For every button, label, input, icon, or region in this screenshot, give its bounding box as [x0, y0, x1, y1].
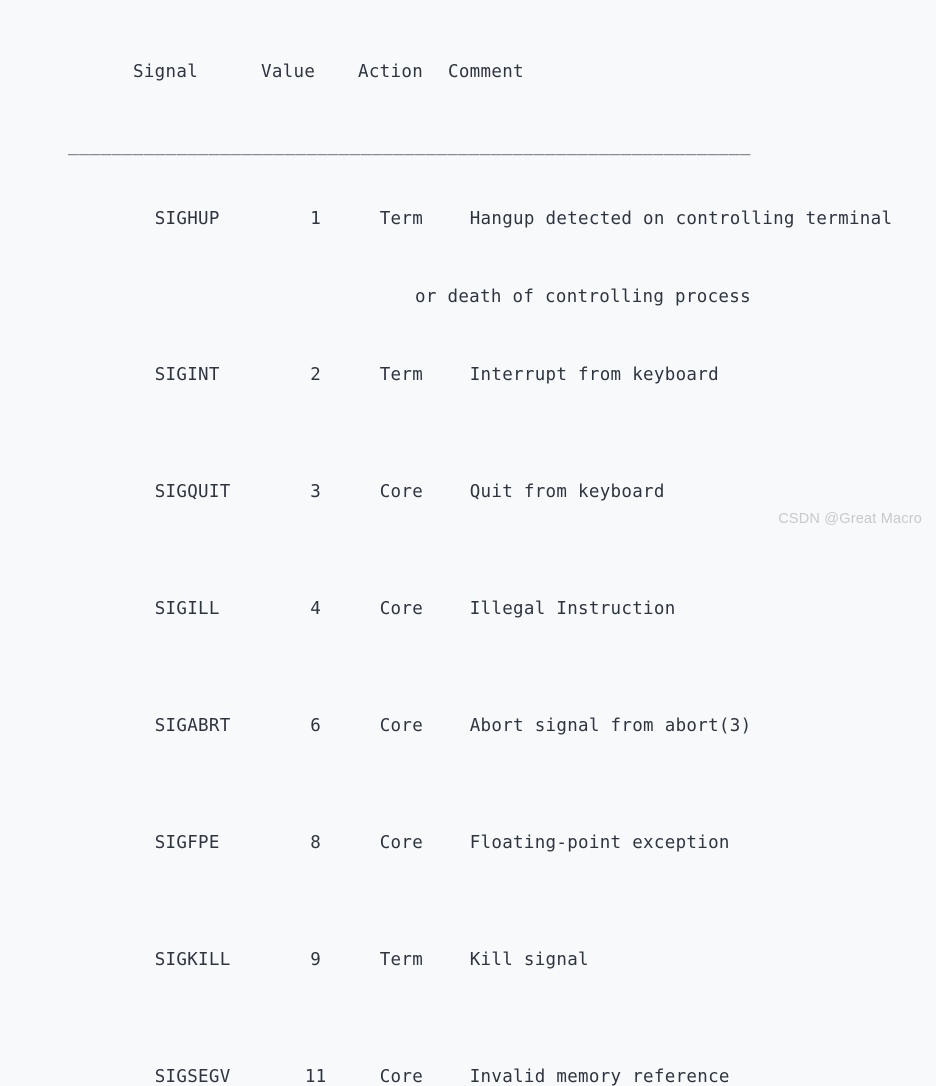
- cell-signal: SIGABRT: [154, 716, 231, 736]
- cell-signal: SIGILL: [154, 599, 220, 619]
- column-header-action: Action: [358, 62, 424, 82]
- table-row: SIGHUP 1 Term Hangup detected on controllin…: [68, 161, 928, 278]
- cell-value: 3: [310, 482, 322, 502]
- signal-table: Signal Value Action Comment _______________…: [68, 14, 928, 1086]
- cell-action: Term: [379, 950, 424, 970]
- column-header-comment: Comment: [448, 62, 524, 82]
- cell-comment: Illegal Instruction: [469, 599, 676, 619]
- table-header-row: Signal Value Action Comment: [68, 14, 928, 131]
- header-separator-line: ________________________________________…: [68, 136, 751, 156]
- cell-action: Core: [379, 599, 424, 619]
- table-row: SIGQUIT 3 Core Quit from keyboard: [68, 434, 928, 551]
- cell-comment: Floating-point exception: [469, 833, 730, 853]
- cell-signal: SIGQUIT: [154, 482, 231, 502]
- table-row: SIGILL 4 Core Illegal Instruction: [68, 551, 928, 668]
- cell-comment: Invalid memory reference: [469, 1067, 730, 1086]
- table-row: SIGKILL 9 Term Kill signal: [68, 902, 928, 1019]
- cell-comment: Hangup detected on controlling terminal: [469, 209, 893, 229]
- cell-comment-continuation: or death of controlling process: [415, 287, 751, 307]
- cell-action: Term: [379, 209, 424, 229]
- cell-action: Core: [379, 833, 424, 853]
- cell-signal: SIGINT: [154, 365, 220, 385]
- cell-signal: SIGKILL: [154, 950, 231, 970]
- cell-action: Term: [379, 365, 424, 385]
- cell-comment: Interrupt from keyboard: [469, 365, 719, 385]
- watermark-text: CSDN @Great Macro: [778, 511, 922, 527]
- cell-value: 9: [310, 950, 322, 970]
- cell-signal: SIGSEGV: [154, 1067, 231, 1086]
- column-header-signal: Signal: [133, 62, 199, 82]
- cell-action: Core: [379, 1067, 424, 1086]
- table-row: SIGABRT 6 Core Abort signal from abort(3): [68, 668, 928, 785]
- cell-signal: SIGFPE: [154, 833, 220, 853]
- cell-value: 11: [304, 1067, 327, 1086]
- cell-value: 8: [310, 833, 322, 853]
- cell-comment: Kill signal: [469, 950, 589, 970]
- table-row: SIGINT 2 Term Interrupt from keyboard: [68, 317, 928, 434]
- cell-signal: SIGHUP: [154, 209, 220, 229]
- table-row: SIGFPE 8 Core Floating-point exception: [68, 785, 928, 902]
- cell-action: Core: [379, 482, 424, 502]
- cell-comment: Abort signal from abort(3): [469, 716, 752, 736]
- column-header-value: Value: [261, 62, 316, 82]
- cell-value: 2: [310, 365, 322, 385]
- cell-value: 1: [310, 209, 322, 229]
- cell-value: 6: [310, 716, 322, 736]
- table-row: SIGSEGV 11 Core Invalid memory reference: [68, 1019, 928, 1086]
- cell-action: Core: [379, 716, 424, 736]
- cell-comment: Quit from keyboard: [469, 482, 665, 502]
- document-page: Signal Value Action Comment _______________…: [68, 62, 922, 1086]
- cell-value: 4: [310, 599, 322, 619]
